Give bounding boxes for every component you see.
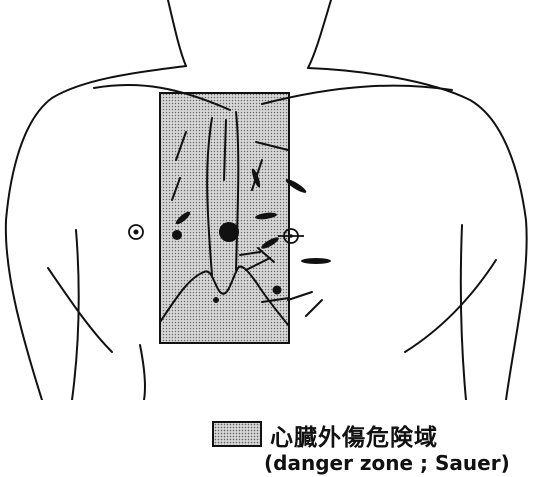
- wound-mark-3: [301, 258, 331, 264]
- legend-swatch: [212, 421, 262, 447]
- neck-right-outline: [308, 0, 331, 68]
- left-pectoral-curve: [48, 268, 112, 352]
- left-arm-crease: [72, 230, 79, 400]
- right-chest-line-7: [306, 300, 322, 316]
- right-clavicle: [262, 86, 452, 104]
- right-pectoral-curve: [405, 260, 496, 352]
- torso-left-outline: [6, 66, 186, 400]
- wound-dot-small: [213, 297, 219, 303]
- neck-left-outline: [168, 0, 186, 66]
- wound-dot-left: [172, 230, 182, 240]
- wound-dot-lower-right: [273, 286, 282, 295]
- torso-right-outline: [308, 68, 527, 400]
- abdomen-left-line: [140, 345, 145, 400]
- legend-subtitle: (danger zone ; Sauer): [264, 451, 510, 475]
- legend-title: 心臓外傷危険域: [270, 418, 438, 452]
- chest-diagram: [0, 0, 543, 400]
- right-chest-line-5: [288, 292, 312, 300]
- left-nipple-mark: [129, 225, 143, 239]
- wound-dot-center-large: [219, 222, 239, 242]
- right-arm-crease: [461, 225, 466, 400]
